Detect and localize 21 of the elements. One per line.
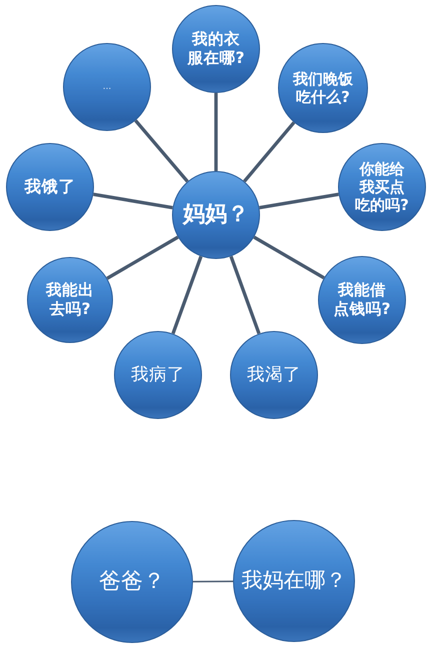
question-text: 我渴了 — [247, 364, 301, 386]
connector-line — [253, 236, 325, 280]
connector-line — [134, 119, 189, 183]
question-text: 我们晚饭吃什么? — [292, 70, 354, 106]
connector-line — [171, 256, 203, 334]
connector-line — [106, 236, 179, 280]
hub-text: 妈妈？ — [183, 202, 249, 228]
question-text: 爸爸？ — [99, 568, 165, 596]
connector-line — [229, 256, 261, 334]
question-text: 我能借点钱吗? — [332, 281, 392, 319]
question-text: 我妈在哪？ — [242, 568, 346, 594]
question-text: 我病了 — [131, 364, 185, 386]
connector-line — [259, 192, 339, 210]
question-text: ... — [102, 82, 112, 92]
connector-line — [214, 93, 218, 171]
question-text: 你能给我买点吃的吗? — [354, 160, 410, 214]
connector-line — [243, 121, 296, 182]
question-text: 我能出去吗? — [44, 281, 95, 319]
question-text: 我的衣服在哪? — [186, 30, 246, 68]
connector-line — [193, 580, 233, 582]
question-text: 我饿了 — [24, 177, 76, 197]
